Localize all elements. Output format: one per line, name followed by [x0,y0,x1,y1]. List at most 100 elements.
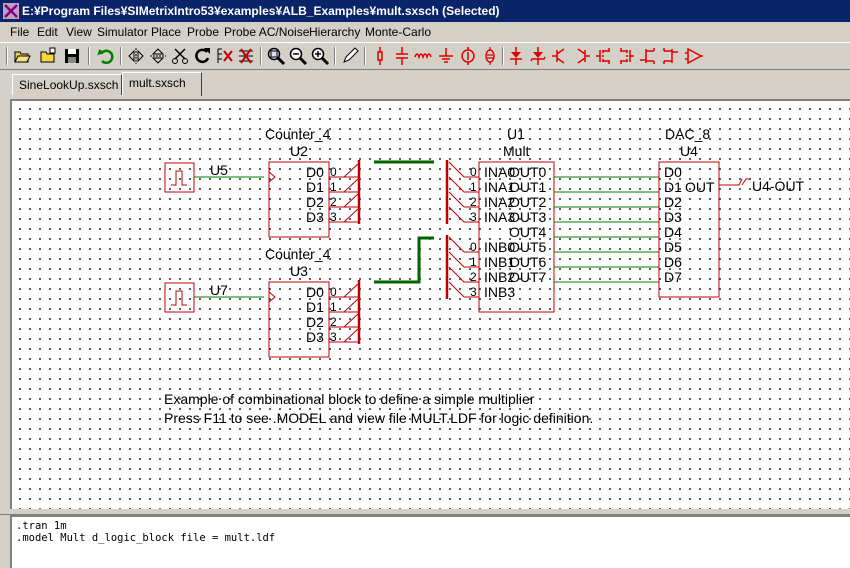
u2-ref-label: U2 [290,143,308,159]
data-wires[interactable] [554,176,659,283]
u7-digital-source[interactable] [164,282,264,313]
probe-label: U4-OUT [752,178,805,194]
toolbar-separator [120,47,122,65]
u1-pin-num-a3: 3 [470,210,477,224]
window-title: E:¥Program Files¥SIMetrixIntro53¥example… [22,4,500,18]
toolbar-separator [502,47,504,65]
u3-pin-d1: D1 [306,299,324,315]
u1-pin-inb0: INB0 [484,239,515,255]
u1-pin-inb2: INB2 [484,269,515,285]
u5-digital-source[interactable] [164,162,264,193]
u3-pin-num-0: 0 [330,285,337,299]
u3-pin-num-2: 2 [330,315,337,329]
diode-icon[interactable] [506,46,526,66]
njfet-icon[interactable] [638,46,658,66]
menu-probe-ac-noise[interactable]: Probe AC/Noise [224,25,310,39]
zoom-box-icon[interactable] [266,46,286,66]
u2-pin-d1: D1 [306,179,324,195]
u4-pin-d7: D7 [664,269,682,285]
flip-icon[interactable] [148,46,168,66]
u4-pin-d2: D2 [664,194,682,210]
menu-edit[interactable]: Edit [37,25,58,39]
capacitor-icon[interactable] [392,46,412,66]
u1-pin-inb3: INB3 [484,284,515,300]
npn-icon[interactable] [550,46,570,66]
tab-mult[interactable]: mult.sxsch [122,72,202,96]
current-source-icon[interactable] [480,46,500,66]
u3-ref-label: U3 [290,263,308,279]
menu-hierarchy[interactable]: Hierarchy [309,25,361,39]
pmos-icon[interactable] [616,46,636,66]
rotate-icon[interactable] [192,46,212,66]
u4-dac[interactable] [658,161,743,298]
u3-counter[interactable] [268,280,361,358]
u1-pin-out5: OUT5 [509,239,547,255]
bus-u3-u1[interactable] [374,236,434,284]
menu-place[interactable]: Place [151,25,182,39]
toolbar-separator [334,47,336,65]
u1-ref-label: U1 [507,126,525,142]
menu-view[interactable]: View [66,25,92,39]
u4-type-label: DAC_8 [665,126,710,142]
u1-pin-num-b0: 0 [470,240,477,254]
menu-file[interactable]: File [10,25,30,39]
title-bar: E:¥Program Files¥SIMetrixIntro53¥example… [0,0,850,22]
menu-simulator[interactable]: Simulator [97,25,148,39]
u1-pin-out2: OUT2 [509,194,547,210]
open-icon[interactable] [12,46,32,66]
app-icon [3,3,19,19]
u1-pin-out7: OUT7 [509,269,547,285]
u3-type-label: Counter_4 [265,246,331,262]
u4-pin-d6: D6 [664,254,682,270]
u3-pin-d0: D0 [306,284,324,300]
zoom-in-icon[interactable] [310,46,330,66]
pencil-icon[interactable] [340,46,360,66]
inductor-icon[interactable] [414,46,434,66]
u1-pin-num-b2: 2 [470,270,477,284]
u1-pin-out3: OUT3 [509,209,547,225]
undo-icon[interactable] [96,46,116,66]
document-tabs: SineLookUp.sxsch mult.sxsch [0,70,850,98]
u1-pin-num-a0: 0 [470,165,477,179]
resistor-icon[interactable] [370,46,390,66]
voltage-source-icon[interactable] [458,46,478,66]
u1-pin-out4: OUT4 [509,224,547,240]
tab-sinelookup[interactable]: SineLookUp.sxsch [12,74,122,95]
delete-icon[interactable] [236,46,256,66]
zoom-out-icon[interactable] [288,46,308,66]
nmos-icon[interactable] [594,46,614,66]
cut-icon[interactable] [170,46,190,66]
zener-icon[interactable] [528,46,548,66]
opamp-icon[interactable] [684,46,704,66]
mirror-icon[interactable] [126,46,146,66]
netlist-editor[interactable]: .tran 1m .model Mult d_logic_block file … [10,515,850,568]
schematic-canvas[interactable]: U5 U7 Counter_4 U2 D0 D1 D2 D3 0 [10,99,850,509]
u5-ref-label: U5 [210,162,228,178]
u1-pin-out6: OUT6 [509,254,547,270]
menu-probe[interactable]: Probe [187,25,220,39]
note-line-2: Press F11 to see .MODEL and view file MU… [164,410,593,426]
u3-pin-num-1: 1 [330,300,337,314]
u4-pin-d3: D3 [664,209,682,225]
pane-splitter[interactable] [0,509,850,515]
u2-counter[interactable] [268,160,361,238]
probe-marker[interactable] [741,178,750,186]
delete-wire-icon[interactable] [214,46,234,66]
new-icon[interactable] [38,46,58,66]
u4-ref-label: U4 [680,143,698,159]
pjfet-icon[interactable] [660,46,680,66]
u2-pin-d3: D3 [306,209,324,225]
toolbar [0,42,850,70]
pnp-icon[interactable] [572,46,592,66]
u4-pin-d5: D5 [664,239,682,255]
menu-monte-carlo[interactable]: Monte-Carlo [365,25,432,39]
toolbar-separator [88,47,90,65]
ground-icon[interactable] [436,46,456,66]
u1-pin-out1: OUT1 [509,179,547,195]
u2-pin-num-1: 1 [330,180,337,194]
u1-pin-num-b3: 3 [470,285,477,299]
netlist-line: .tran 1m [16,520,67,532]
save-icon[interactable] [62,46,82,66]
u1-pin-out0: OUT0 [509,164,547,180]
u7-ref-label: U7 [210,282,228,298]
